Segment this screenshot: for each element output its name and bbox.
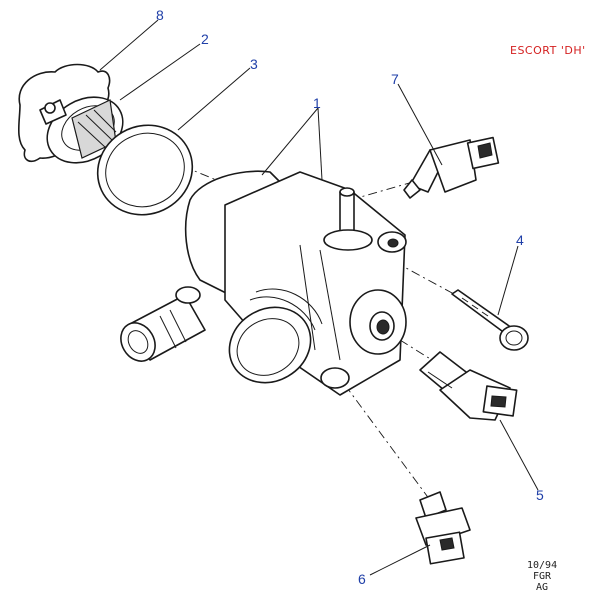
assembly-line-sender-6 [344,384,431,501]
temperature-sender-7 [403,136,500,199]
sender-unit-6 [415,491,471,565]
bolt [451,289,529,351]
leader-4 [497,245,519,316]
leader-1a [261,107,319,176]
callout-4: 4 [516,232,524,248]
callout-2: 2 [201,31,209,47]
thermostat-housing [120,170,407,396]
model-label: ESCORT 'DH' [510,44,586,57]
callout-7: 7 [391,71,399,87]
date-code-line1: 10/94 [527,560,558,571]
callout-5: 5 [536,487,544,503]
date-code: 10/94 FGR AG [527,560,557,593]
assembly-line-bolt [394,261,466,301]
leader-3 [177,67,251,131]
sender-unit-5 [419,351,518,421]
leader-6 [369,544,431,576]
date-code-line2: FGR [533,571,552,582]
leader-7 [397,83,443,166]
callout-6: 6 [358,571,366,587]
leader-1b [317,107,323,181]
callout-3: 3 [250,56,258,72]
leader-2 [119,43,201,101]
leader-5 [499,419,539,491]
leader-8 [99,19,159,71]
thermostat [39,96,124,164]
callout-8: 8 [156,7,164,23]
callout-1: 1 [313,95,321,111]
gasket-ring [96,124,194,216]
date-code-line3: AG [536,582,549,593]
leader-lines [99,19,539,576]
